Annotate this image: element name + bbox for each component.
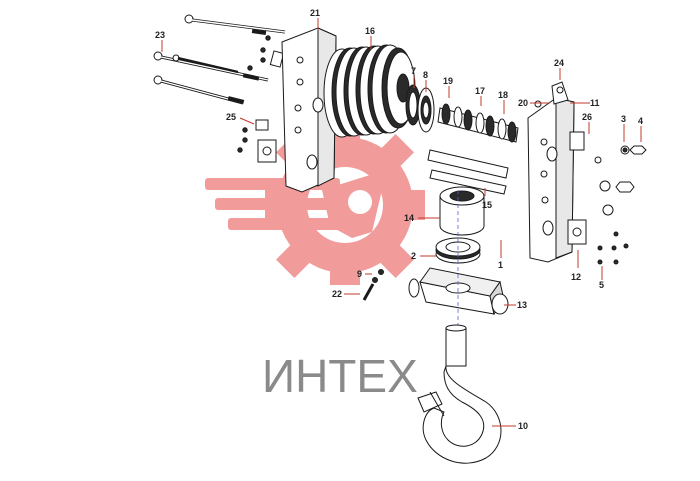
left-small-fasteners: [237, 35, 285, 163]
callout-5: 5: [599, 280, 604, 290]
crosshead: [408, 267, 509, 316]
callout-3: 3: [621, 114, 626, 124]
callout-1: 1: [498, 260, 503, 270]
long-bolts: [153, 14, 286, 105]
callout-2: 2: [411, 251, 416, 261]
callout-12: 12: [571, 272, 581, 282]
right-fasteners: [534, 100, 647, 265]
right-side-plate: [527, 81, 587, 263]
callout-13: 13: [517, 300, 527, 310]
callout-18: 18: [498, 90, 508, 100]
callout-24: 24: [554, 58, 564, 68]
callout-8: 8: [423, 70, 428, 80]
callout-11: 11: [590, 98, 600, 108]
callout-15: 15: [482, 200, 492, 210]
callout-25: 25: [226, 112, 236, 122]
pulley-shaft: [437, 103, 519, 143]
callout-26: 26: [582, 112, 592, 122]
callout-7: 7: [411, 66, 416, 76]
lower-shaft: [427, 149, 509, 195]
pulley-stack: [323, 44, 416, 138]
bearing-housing: [439, 186, 485, 236]
watermark-text: ИНТЕХ: [262, 350, 418, 402]
callout-17: 17: [475, 86, 485, 96]
hook: [417, 324, 502, 464]
callout-9: 9: [357, 269, 362, 279]
leader-lines: [161, 18, 642, 427]
callout-19: 19: [443, 76, 453, 86]
callout-4: 4: [638, 116, 643, 126]
callout-22: 22: [332, 289, 342, 299]
callout-labels: 21 16 23 7 8 19 17 18 24 20 11 25 26 3 4…: [155, 8, 643, 431]
watermark-logo: [205, 125, 425, 285]
callout-21: 21: [310, 8, 320, 18]
callout-10: 10: [518, 421, 528, 431]
callout-16: 16: [365, 26, 375, 36]
grease-fitting: [362, 269, 384, 301]
callout-20: 20: [518, 98, 528, 108]
callout-23: 23: [155, 30, 165, 40]
bearing-rings: [405, 84, 435, 133]
callout-14: 14: [404, 213, 414, 223]
left-side-plate: [281, 27, 337, 193]
